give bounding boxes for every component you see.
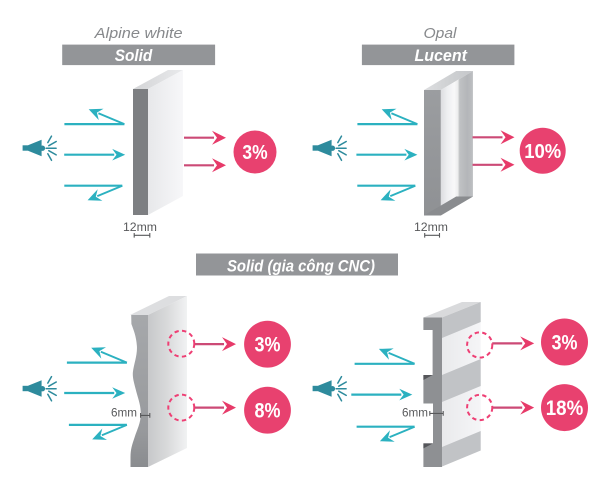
svg-text:6mm: 6mm — [111, 406, 137, 420]
svg-text:6mm: 6mm — [402, 406, 428, 420]
svg-text:10%: 10% — [524, 141, 561, 163]
svg-text:3%: 3% — [552, 332, 578, 355]
svg-text:Solid: Solid — [115, 46, 153, 65]
svg-text:Lucent: Lucent — [414, 46, 468, 65]
svg-text:3%: 3% — [255, 334, 281, 357]
svg-text:12mm: 12mm — [123, 220, 157, 234]
svg-text:8%: 8% — [255, 400, 281, 423]
svg-text:Opal: Opal — [424, 25, 458, 42]
svg-text:3%: 3% — [242, 142, 267, 164]
svg-text:12mm: 12mm — [414, 220, 448, 234]
svg-text:18%: 18% — [546, 397, 584, 420]
svg-text:Solid (gia công CNC): Solid (gia công CNC) — [227, 257, 375, 276]
svg-text:Alpine white: Alpine white — [94, 25, 183, 42]
